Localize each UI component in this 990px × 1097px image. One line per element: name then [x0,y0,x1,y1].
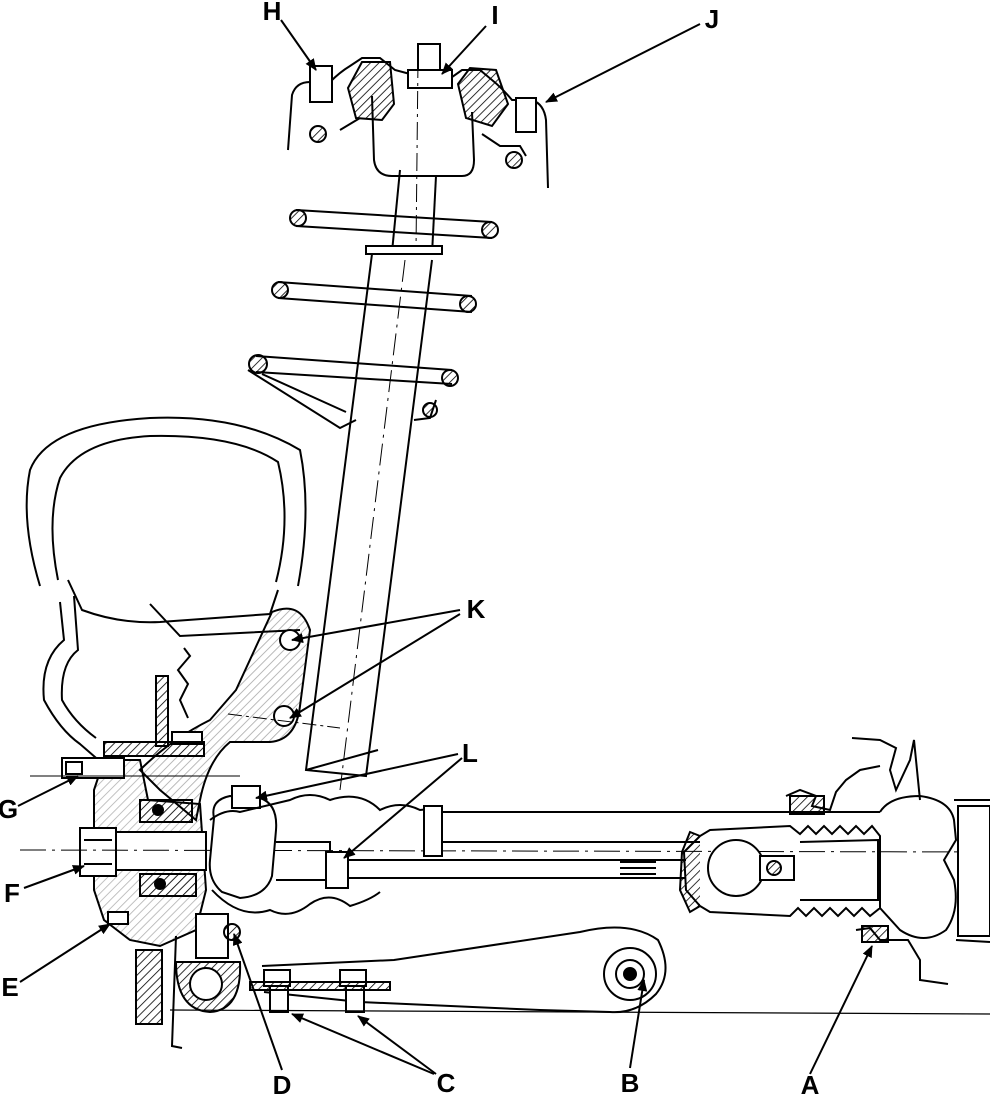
leader-line-c1 [291,1013,435,1075]
steering-rack [348,737,990,985]
leader-line-a [809,945,873,1075]
leader-line-k2 [289,613,461,719]
leader-line-l1 [255,753,459,801]
strut-shock-absorber [304,59,443,791]
callout-g: G [0,794,18,824]
tie-rod-end [208,785,441,915]
leader-line-c2 [357,1015,437,1075]
callout-l: L [462,738,478,768]
leader-line-g [17,775,79,807]
lower-control-arm [169,913,990,1015]
callout-c: C [437,1068,456,1097]
leader-line-d [232,933,283,1071]
callout-h: H [263,0,282,26]
leader-line-i [441,25,487,75]
callout-i: I [491,0,498,30]
leader-line-b [629,979,648,1069]
callout-a: A [801,1070,820,1097]
tire-and-rim [25,416,307,771]
callout-labels: H I J K L G F E D C B A [0,0,820,1097]
leader-line-e [19,923,111,983]
leader-line-f [23,865,85,889]
top-strut-mount [287,43,549,189]
leader-line-j [545,23,701,103]
hub-assembly [19,741,990,1049]
callout-j: J [705,4,719,34]
leader-line-l2 [343,757,463,859]
callout-leaders [17,19,873,1075]
leader-line-h [280,19,317,71]
callout-k: K [467,594,486,624]
callout-d: D [273,1070,292,1097]
callout-b: B [621,1068,640,1097]
leader-line-k1 [291,609,461,643]
callout-e: E [1,972,18,1002]
coil-spring [247,209,499,430]
callout-f: F [4,878,20,908]
